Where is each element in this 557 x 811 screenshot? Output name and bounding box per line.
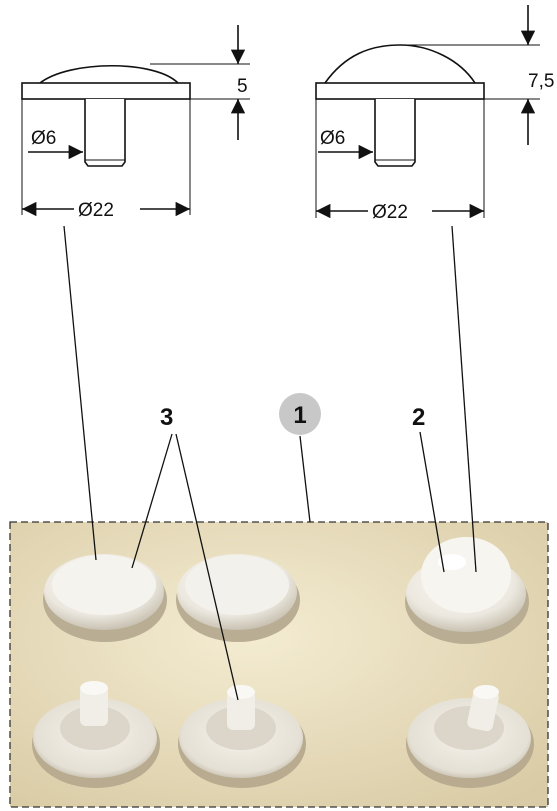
callout-2-label: 2: [412, 404, 425, 431]
right-dome-outline: [324, 44, 476, 84]
right-drawing: [315, 5, 540, 219]
callout-1-badge: [279, 393, 321, 435]
right-height-label: 7,5: [528, 71, 554, 92]
cap-tall-right: [405, 537, 529, 644]
right-shaft-diameter-label: Ø6: [320, 128, 345, 149]
right-head-diameter-label: Ø22: [372, 202, 408, 223]
left-dome-outline: [39, 65, 179, 84]
callout-1-label: 1: [293, 402, 306, 429]
left-head-diameter-label: Ø22: [78, 200, 114, 221]
right-shaft: [374, 99, 416, 167]
callout-3-label: 3: [160, 404, 173, 431]
base-right: [406, 685, 534, 788]
base-middle: [178, 685, 306, 788]
product-photo: [9, 521, 549, 808]
right-head-plate: [315, 82, 485, 100]
base-left: [32, 681, 160, 788]
leader-lines: [63, 225, 477, 701]
left-head-plate: [21, 82, 191, 100]
left-drawing: [21, 25, 250, 217]
cap-low-middle: [176, 554, 300, 642]
photo-frame: [9, 521, 549, 808]
left-shaft-diameter-label: Ø6: [31, 128, 56, 149]
left-height-label: 5: [237, 76, 248, 97]
cap-low-left: [43, 554, 167, 642]
left-shaft: [84, 99, 126, 167]
